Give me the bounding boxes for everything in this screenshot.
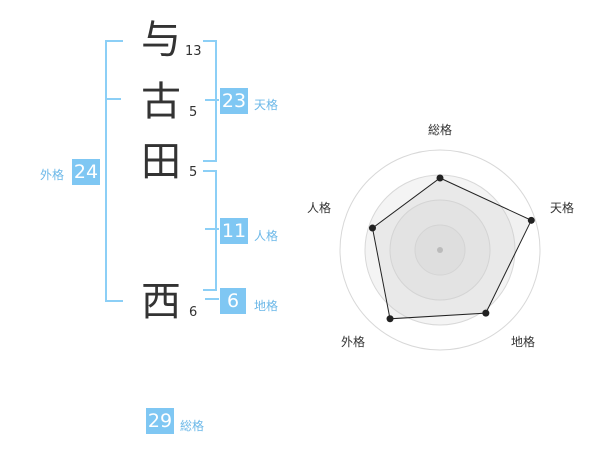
soukaku-label: 総格: [180, 419, 205, 433]
radar-label-tenkaku: 天格: [550, 200, 574, 215]
gaikaku-value: 24: [72, 159, 100, 185]
jinkaku-label: 人格: [254, 229, 279, 243]
name-char-4: 西: [141, 279, 181, 325]
radar-label-jinkaku: 人格: [307, 200, 331, 215]
stroke-count-2: 5: [189, 105, 198, 120]
radar-polygon: [371, 177, 532, 320]
radar-chart: 総格 天格 地格 外格 人格: [307, 122, 574, 351]
radar-label-chikaku: 地格: [511, 334, 535, 349]
chikaku-label: 地格: [254, 299, 279, 313]
bracket-tenkaku-stub: [205, 99, 219, 101]
jinkaku-value: 11: [220, 218, 248, 244]
radar-label-gaikaku: 外格: [341, 334, 365, 349]
radar-point: [482, 309, 490, 317]
bracket-tenkaku: [203, 40, 217, 162]
soukaku-value: 29: [146, 408, 174, 434]
tenkaku-value: 23: [220, 88, 248, 114]
name-char-2: 古: [141, 79, 181, 125]
chikaku-value: 6: [220, 288, 246, 314]
radar-center: [437, 247, 443, 253]
stroke-count-1: 13: [185, 44, 202, 59]
radar-point: [368, 224, 376, 232]
bracket-chikaku-stub: [205, 298, 219, 300]
bracket-gaikaku-stub: [105, 98, 121, 100]
bracket-jinkaku-stub: [205, 228, 219, 230]
gaikaku-label: 外格: [40, 168, 65, 182]
radar-point: [527, 216, 535, 224]
bracket-gaikaku: [105, 40, 123, 302]
stroke-count-3: 5: [189, 165, 198, 180]
bracket-jinkaku: [203, 170, 217, 291]
name-char-1: 与: [141, 17, 181, 63]
tenkaku-label: 天格: [254, 98, 279, 112]
radar-label-soukaku: 総格: [428, 122, 452, 137]
radar-point: [436, 174, 444, 182]
stroke-count-4: 6: [189, 305, 198, 320]
radar-point: [386, 315, 394, 323]
name-char-3: 田: [141, 139, 181, 185]
